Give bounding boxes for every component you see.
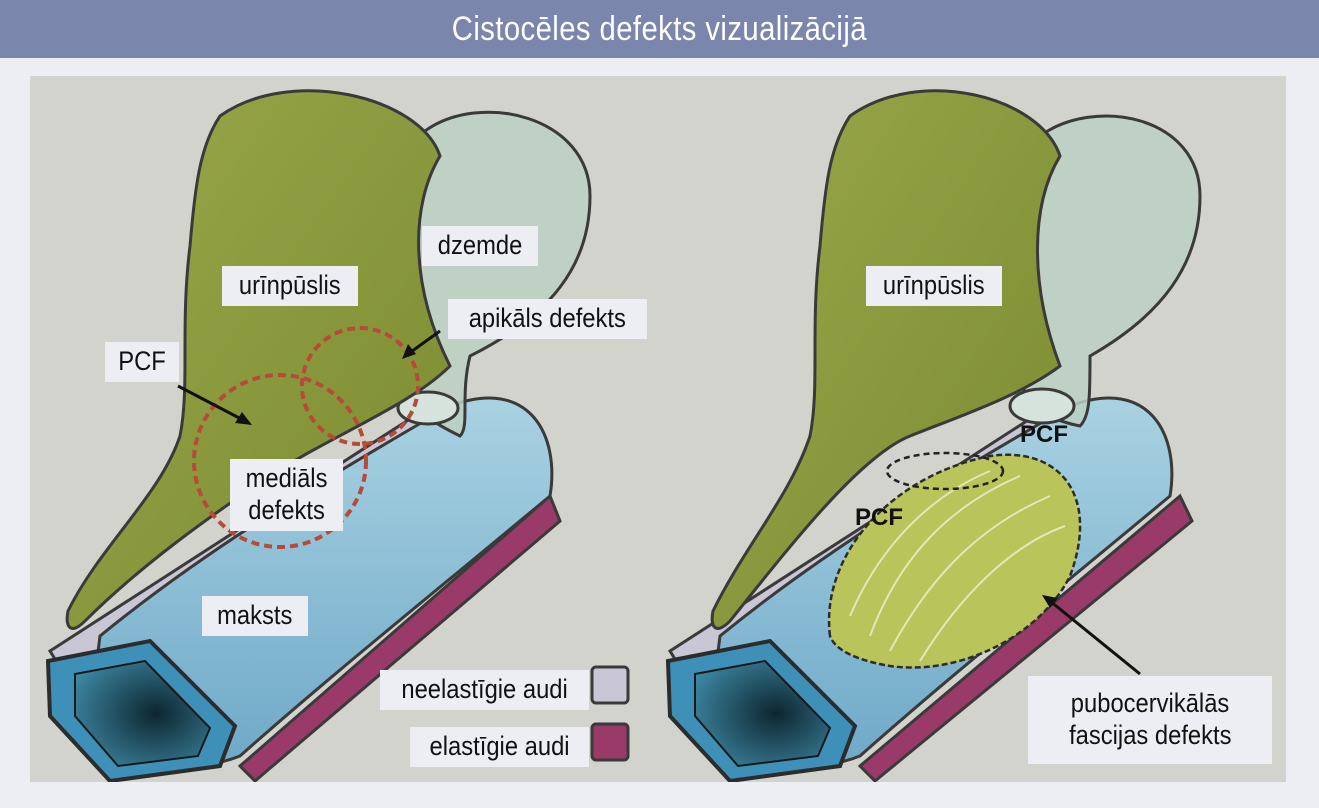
legend-swatch-inelastic	[590, 665, 630, 705]
label-pcf-right-upper: PCF	[1020, 421, 1068, 448]
label-fascia-defect: pubocervikālās fascijas defekts	[1028, 676, 1272, 764]
label-uterus: dzemde	[422, 226, 539, 266]
label-pcf-right-lower: PCF	[855, 504, 903, 531]
illustration-panel: urīnpūslis dzemde apikāls defekts PCF me…	[30, 76, 1286, 782]
label-vagina: maksts	[202, 596, 308, 636]
legend-swatch-elastic	[590, 722, 630, 762]
label-bladder-left: urīnpūslis	[222, 266, 358, 306]
elastic-tissue-band-left	[237, 493, 562, 782]
label-medial-defect: mediāls defekts	[230, 459, 344, 531]
fascia-defect-arrow	[1049, 599, 1141, 676]
label-apical-defect: apikāls defekts	[448, 299, 647, 339]
cervix-ring-left	[396, 390, 460, 426]
legend-label-elastic: elastīgie audi	[410, 727, 590, 767]
apical-defect-circle	[300, 326, 420, 446]
legend-label-inelastic: neelastīgie audi	[380, 670, 590, 710]
vagina-lumen-left	[74, 659, 212, 768]
apical-arrow	[407, 329, 441, 356]
label-bladder-right: urīnpūslis	[866, 266, 1002, 306]
fascia-defect-lines	[849, 470, 1066, 662]
pcf-gap-ring	[885, 451, 1005, 491]
vagina-lumen-right	[694, 659, 832, 768]
cervix-ring-right	[1008, 387, 1076, 425]
label-pcf-left: PCF	[105, 342, 179, 382]
medial-defect-circle	[192, 373, 368, 549]
page-title: Cistocēles defekts vizualizācijā	[451, 9, 868, 48]
anatomy-illustration	[45, 89, 1202, 782]
elastic-tissue-band-right	[857, 493, 1194, 782]
bladder-right	[710, 89, 1062, 630]
bladder-left	[65, 89, 452, 630]
right-figure	[665, 89, 1202, 782]
title-bar: Cistocēles defekts vizualizācijā	[0, 0, 1319, 58]
pcf-arrow-left	[177, 384, 246, 423]
